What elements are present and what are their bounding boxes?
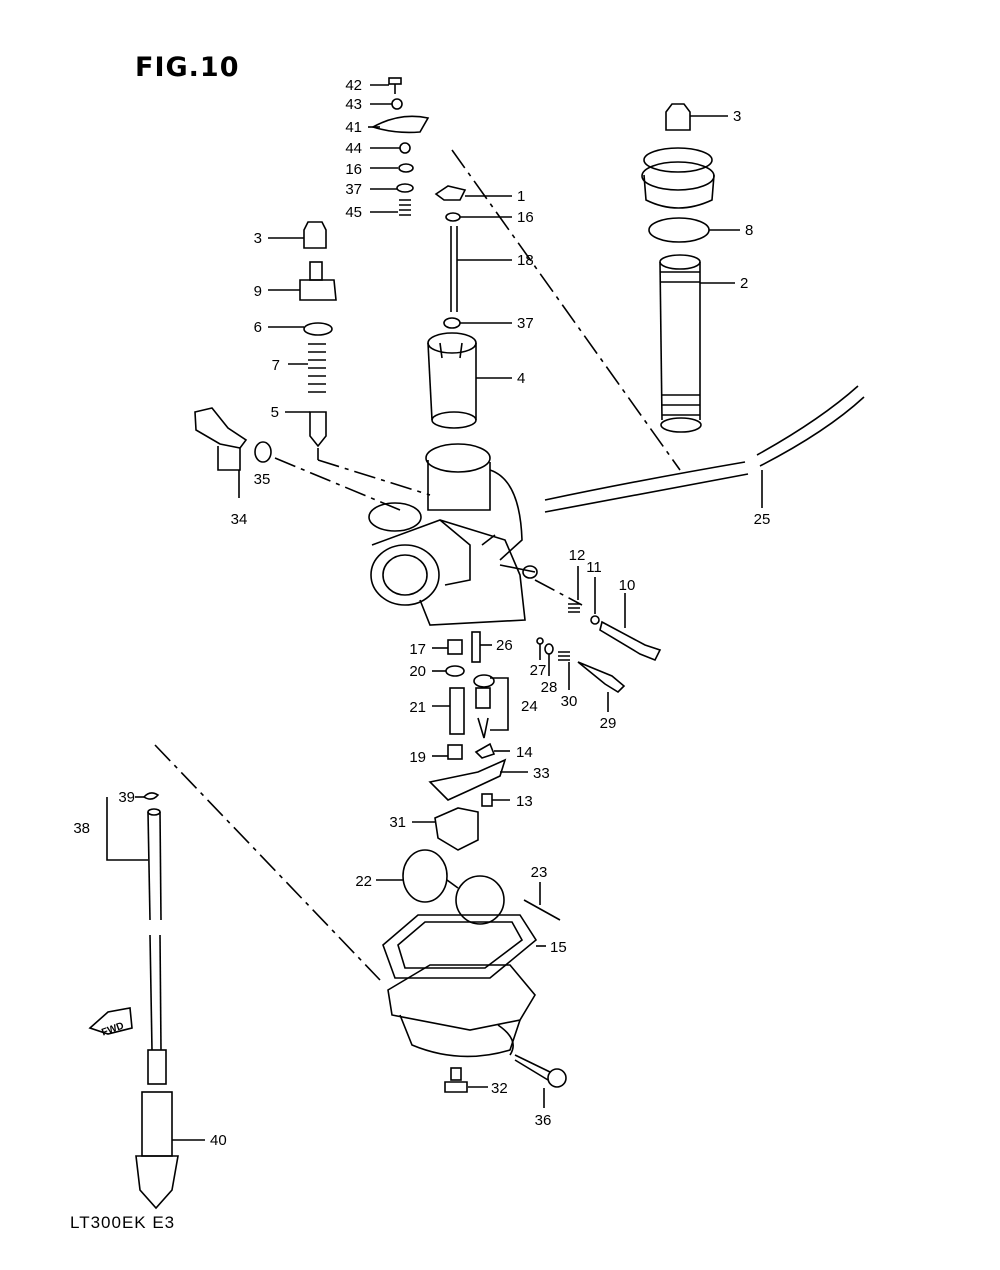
callout-2: 2 xyxy=(740,275,748,292)
mounting-screw xyxy=(514,1054,567,1088)
callout-11: 11 xyxy=(586,559,602,576)
vent-hose xyxy=(544,385,865,513)
throttle-stop-screw xyxy=(568,603,662,662)
callout-3: 3 xyxy=(254,230,262,247)
figure-title: FIG.10 xyxy=(135,52,240,83)
callout-6: 6 xyxy=(254,319,262,336)
float-pin xyxy=(523,899,561,921)
callout-4: 4 xyxy=(517,370,525,387)
callout-45: 45 xyxy=(345,204,362,221)
callout-27: 27 xyxy=(530,662,547,679)
callout-26: 26 xyxy=(496,637,513,654)
carburetor-body xyxy=(368,443,538,626)
callout-3: 3 xyxy=(733,108,741,125)
callout-42: 42 xyxy=(345,77,362,94)
callout-37: 37 xyxy=(345,181,362,198)
callout-5: 5 xyxy=(271,404,279,421)
pilot-air-screw xyxy=(536,637,626,694)
callout-35: 35 xyxy=(254,471,271,488)
callout-32: 32 xyxy=(491,1080,508,1097)
callout-15: 15 xyxy=(550,939,567,956)
callout-22: 22 xyxy=(355,873,372,890)
callout-1: 1 xyxy=(517,188,525,205)
callout-14: 14 xyxy=(516,744,533,761)
alignment-lines xyxy=(154,149,681,981)
drain-screw xyxy=(444,1067,468,1093)
callout-13: 13 xyxy=(516,793,533,810)
float-assembly xyxy=(402,849,505,925)
callout-7: 7 xyxy=(272,357,280,374)
callout-24: 24 xyxy=(521,698,538,715)
model-code: LT300EK E3 xyxy=(70,1213,176,1232)
callout-20: 20 xyxy=(409,663,426,680)
leader-lines xyxy=(135,84,763,1141)
callout-16: 16 xyxy=(345,161,362,178)
callout-31: 31 xyxy=(389,814,406,831)
pilot-screw-stack xyxy=(370,77,430,216)
float-plate-group xyxy=(428,758,507,851)
callout-9: 9 xyxy=(254,283,262,300)
callout-33: 33 xyxy=(533,765,550,782)
air-screw-group xyxy=(194,407,272,498)
callout-38: 38 xyxy=(73,820,90,837)
callout-37: 37 xyxy=(517,315,534,332)
callout-23: 23 xyxy=(531,864,548,881)
callout-30: 30 xyxy=(561,693,578,710)
fwd-label: FWD xyxy=(100,1020,125,1038)
callout-43: 43 xyxy=(345,96,362,113)
jet-group xyxy=(445,631,496,760)
callout-25: 25 xyxy=(754,511,771,528)
overflow-tube-group xyxy=(106,792,179,1210)
callout-16: 16 xyxy=(517,209,534,226)
callout-29: 29 xyxy=(600,715,617,732)
callout-17: 17 xyxy=(409,641,426,658)
float-bowl-group xyxy=(382,914,538,1058)
callout-10: 10 xyxy=(619,577,636,594)
callout-8: 8 xyxy=(745,222,753,239)
callout-28: 28 xyxy=(541,679,558,696)
callout-21: 21 xyxy=(409,699,426,716)
starter-plunger-group xyxy=(299,221,337,448)
cable-adjuster-group xyxy=(641,103,715,433)
callout-34: 34 xyxy=(231,511,248,528)
callout-19: 19 xyxy=(409,749,426,766)
callout-44: 44 xyxy=(345,140,362,157)
callout-39: 39 xyxy=(118,789,135,806)
callout-12: 12 xyxy=(569,547,586,564)
callout-labels: 4243414416374511618374396753534382251211… xyxy=(73,77,770,1149)
callout-36: 36 xyxy=(535,1112,552,1129)
callout-41: 41 xyxy=(345,119,362,136)
callout-18: 18 xyxy=(517,252,534,269)
fwd-arrow-icon xyxy=(88,1007,133,1035)
throttle-slide-group xyxy=(427,185,477,429)
callout-40: 40 xyxy=(210,1132,227,1149)
